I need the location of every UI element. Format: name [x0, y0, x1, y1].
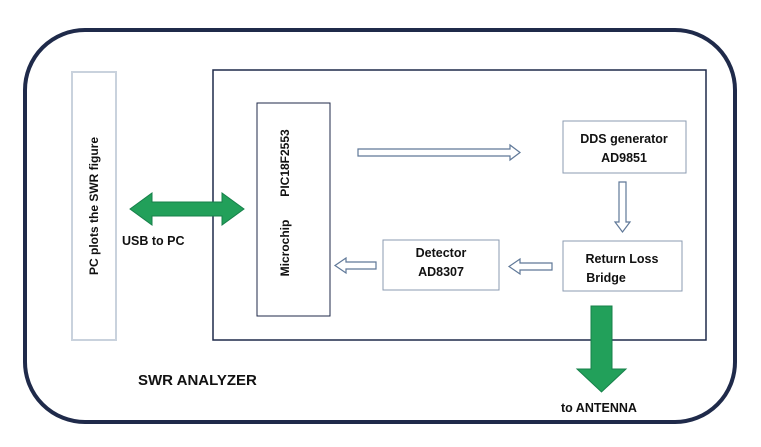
detector-label-line1: Detector [416, 246, 467, 260]
dds-label-line1: DDS generator [580, 132, 668, 146]
detector-block [382, 239, 500, 291]
usb-label: USB to PC [122, 234, 185, 248]
arrow-detector-to-microchip [333, 256, 377, 275]
antenna-arrow [575, 305, 628, 393]
dds-generator-block [562, 120, 687, 174]
usb-double-arrow [129, 192, 245, 226]
arrow-dds-to-bridge [613, 181, 632, 233]
dds-label-line2: AD9851 [601, 151, 647, 165]
arrow-microchip-to-dds [357, 143, 521, 162]
detector-label-line2: AD8307 [418, 265, 464, 279]
outer-frame [23, 28, 737, 424]
microchip-block [256, 102, 331, 317]
bridge-label-line1: Return Loss [586, 252, 659, 266]
bridge-label-line2: Bridge [586, 271, 626, 285]
arrow-bridge-to-detector [507, 257, 553, 276]
diagram-title: SWR ANALYZER [138, 372, 257, 389]
pc-label: PC plots the SWR figure [87, 137, 101, 275]
microchip-label-line1: Microchip [278, 220, 292, 277]
return-loss-bridge-block [562, 240, 683, 292]
microchip-label-line2: PIC18F2553 [278, 129, 292, 197]
antenna-label: to ANTENNA [561, 401, 637, 415]
pc-block [71, 71, 117, 341]
